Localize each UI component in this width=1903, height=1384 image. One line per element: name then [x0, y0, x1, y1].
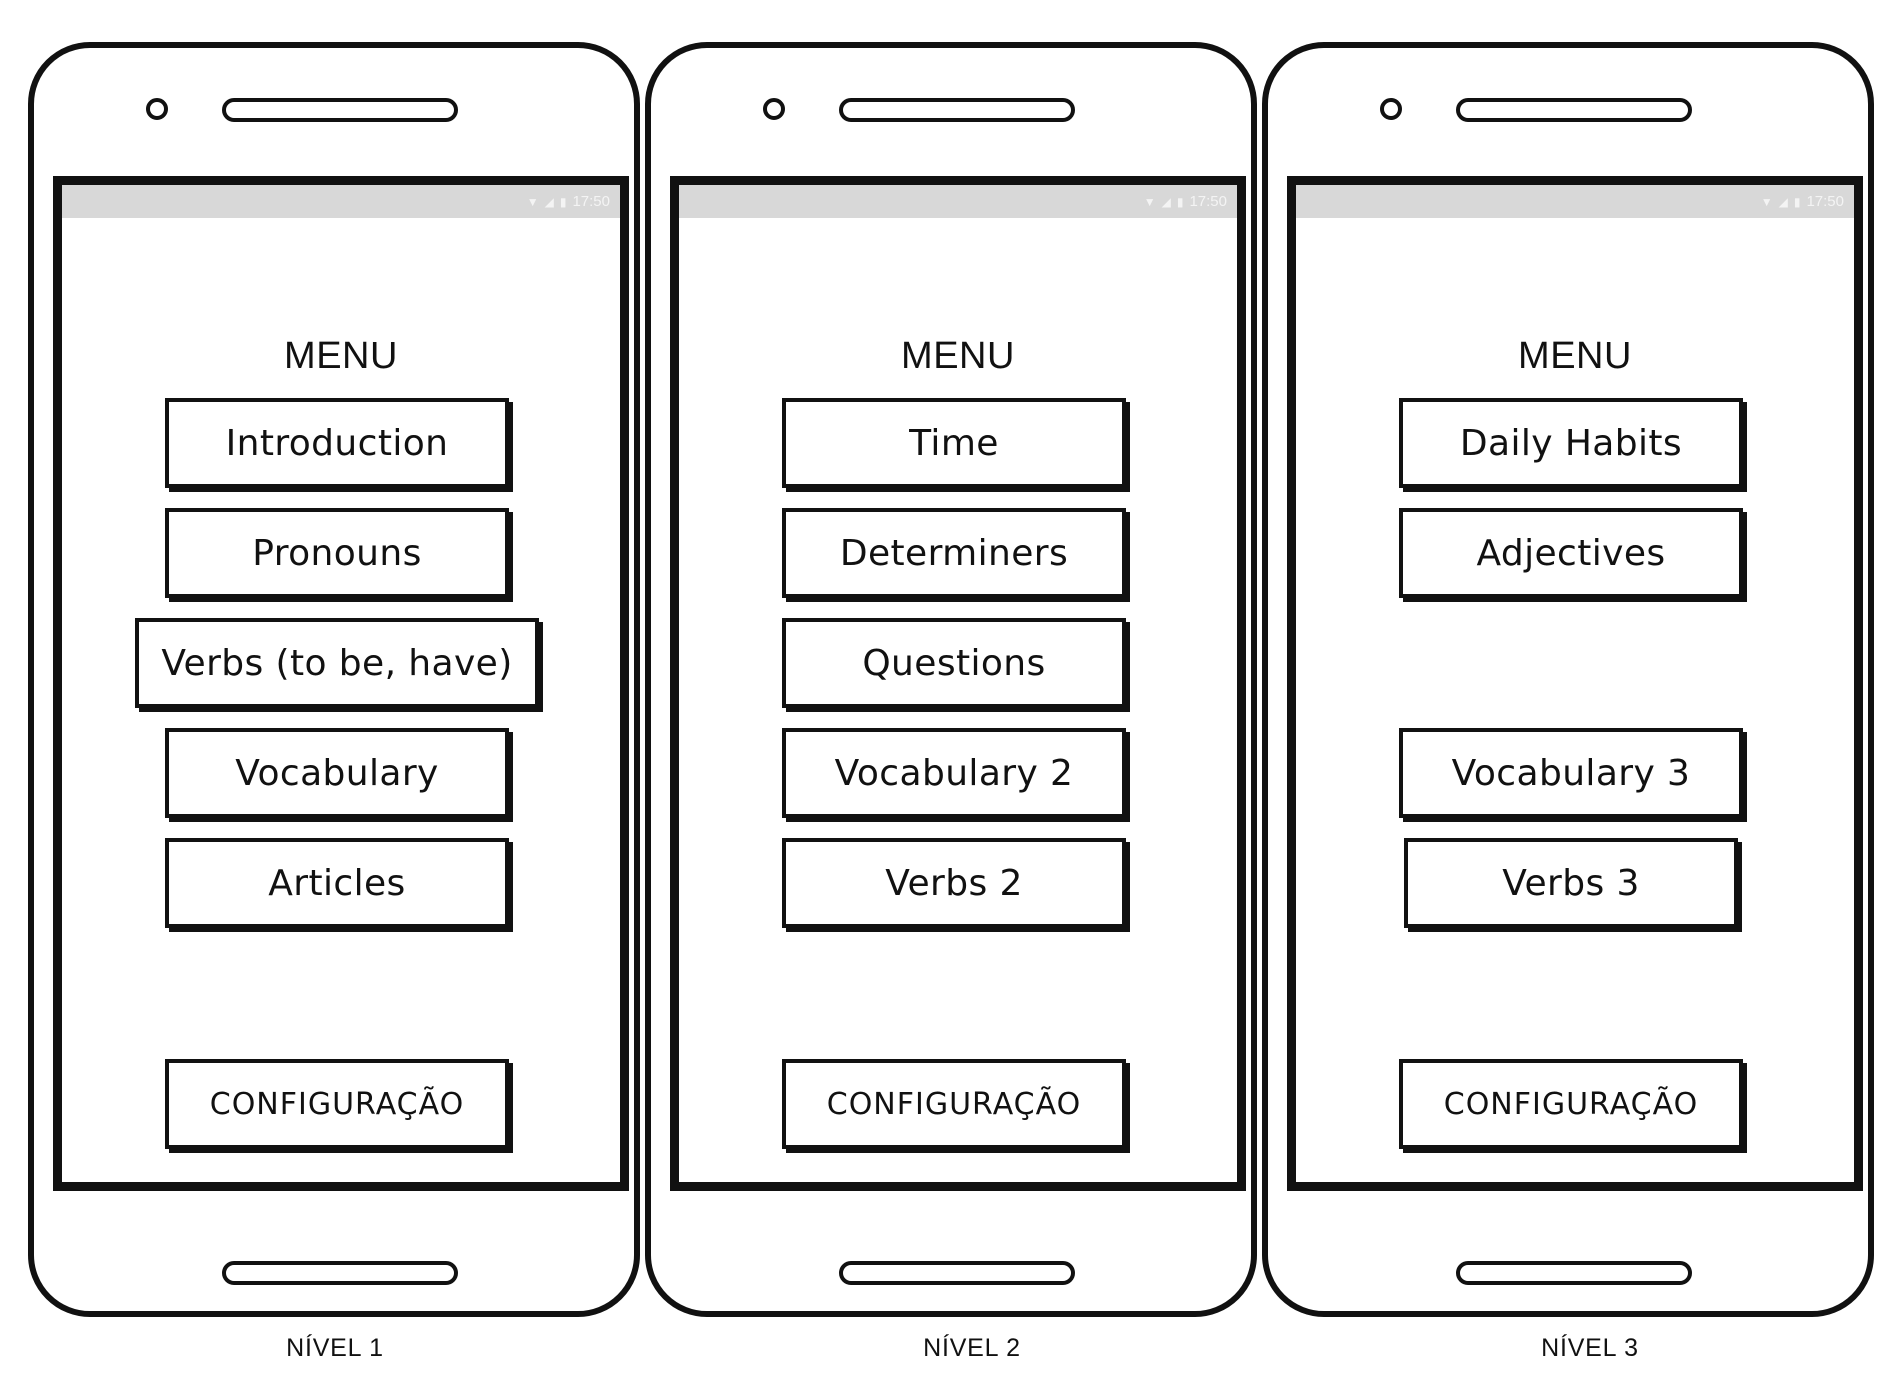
menu-button-vocabulary-3[interactable]: Vocabulary 3	[1399, 728, 1743, 818]
config-button[interactable]: CONFIGURAÇÃO	[782, 1059, 1126, 1149]
status-bar: ▼ ◢ ▮ 17:50	[62, 185, 620, 218]
menu-button-adjectives[interactable]: Adjectives	[1399, 508, 1743, 598]
bottom-speaker	[839, 1261, 1075, 1285]
wifi-icon: ▼	[526, 194, 539, 209]
camera-icon	[146, 98, 168, 120]
config-button[interactable]: CONFIGURAÇÃO	[1399, 1059, 1743, 1149]
bottom-speaker	[222, 1261, 458, 1285]
menu-button-time[interactable]: Time	[782, 398, 1126, 488]
camera-icon	[1380, 98, 1402, 120]
wifi-icon: ▼	[1143, 194, 1156, 209]
phone-level-3: ▼ ◢ ▮ 17:50 MENU Daily Habits Adjectives…	[1262, 42, 1874, 1317]
level-label-3: NÍVEL 3	[1541, 1334, 1639, 1362]
status-bar: ▼ ◢ ▮ 17:50	[679, 185, 1237, 218]
status-bar: ▼ ◢ ▮ 17:50	[1296, 185, 1854, 218]
menu-button-vocabulary[interactable]: Vocabulary	[165, 728, 509, 818]
menu-button-introduction[interactable]: Introduction	[165, 398, 509, 488]
menu-button-daily-habits[interactable]: Daily Habits	[1399, 398, 1743, 488]
bottom-speaker	[1456, 1261, 1692, 1285]
menu-button-determiners[interactable]: Determiners	[782, 508, 1126, 598]
signal-icon: ◢	[1778, 194, 1788, 209]
menu-button-verbs[interactable]: Verbs (to be, have)	[135, 618, 539, 708]
config-button[interactable]: CONFIGURAÇÃO	[165, 1059, 509, 1149]
earpiece-speaker	[222, 98, 458, 122]
phone-level-2: ▼ ◢ ▮ 17:50 MENU Time Determiners Questi…	[645, 42, 1257, 1317]
phone-screen: ▼ ◢ ▮ 17:50 MENU Time Determiners Questi…	[670, 176, 1246, 1191]
battery-icon: ▮	[1176, 194, 1184, 209]
earpiece-speaker	[1456, 98, 1692, 122]
menu-button-articles[interactable]: Articles	[165, 838, 509, 928]
signal-icon: ◢	[1161, 194, 1171, 209]
menu-button-questions[interactable]: Questions	[782, 618, 1126, 708]
menu-title: MENU	[901, 335, 1015, 377]
signal-icon: ◢	[544, 194, 554, 209]
menu-button-verbs-3[interactable]: Verbs 3	[1404, 838, 1738, 928]
earpiece-speaker	[839, 98, 1075, 122]
camera-icon	[763, 98, 785, 120]
level-label-2: NÍVEL 2	[923, 1334, 1021, 1362]
phone-screen: ▼ ◢ ▮ 17:50 MENU Introduction Pronouns V…	[53, 176, 629, 1191]
phone-level-1: ▼ ◢ ▮ 17:50 MENU Introduction Pronouns V…	[28, 42, 640, 1317]
status-time: 17:50	[1806, 193, 1844, 210]
menu-button-pronouns[interactable]: Pronouns	[165, 508, 509, 598]
status-time: 17:50	[1189, 193, 1227, 210]
phone-screen: ▼ ◢ ▮ 17:50 MENU Daily Habits Adjectives…	[1287, 176, 1863, 1191]
menu-button-vocabulary-2[interactable]: Vocabulary 2	[782, 728, 1126, 818]
menu-title: MENU	[1518, 335, 1632, 377]
battery-icon: ▮	[1793, 194, 1801, 209]
battery-icon: ▮	[559, 194, 567, 209]
level-label-1: NÍVEL 1	[286, 1334, 384, 1362]
menu-title: MENU	[284, 335, 398, 377]
menu-button-verbs-2[interactable]: Verbs 2	[782, 838, 1126, 928]
wifi-icon: ▼	[1760, 194, 1773, 209]
status-time: 17:50	[572, 193, 610, 210]
